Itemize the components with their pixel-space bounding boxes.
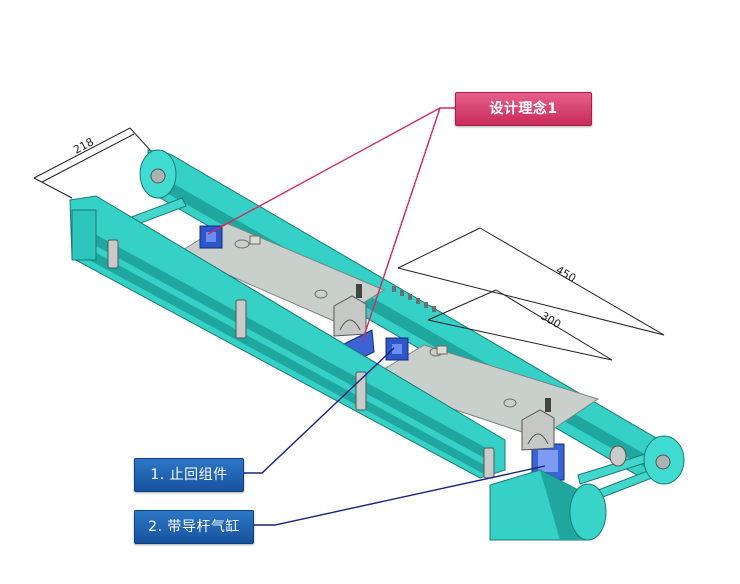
width-dimension-label: 218 [71,135,96,156]
front-rail [69,195,506,479]
guided-cylinder-callout: 2. 带导杆气缸 [134,510,254,544]
length-dimension-label: 450 [554,263,579,285]
stop-assembly-callout: 1. 止回组件 [134,458,244,492]
dimension-lines [33,127,665,361]
design-concept-callout: 设计理念1 [455,92,592,126]
stop-units [199,225,565,481]
pink-leader-lines [207,107,455,343]
drive-unit [489,435,685,541]
blue-leader-lines [242,347,546,526]
stop-brackets [333,284,555,451]
